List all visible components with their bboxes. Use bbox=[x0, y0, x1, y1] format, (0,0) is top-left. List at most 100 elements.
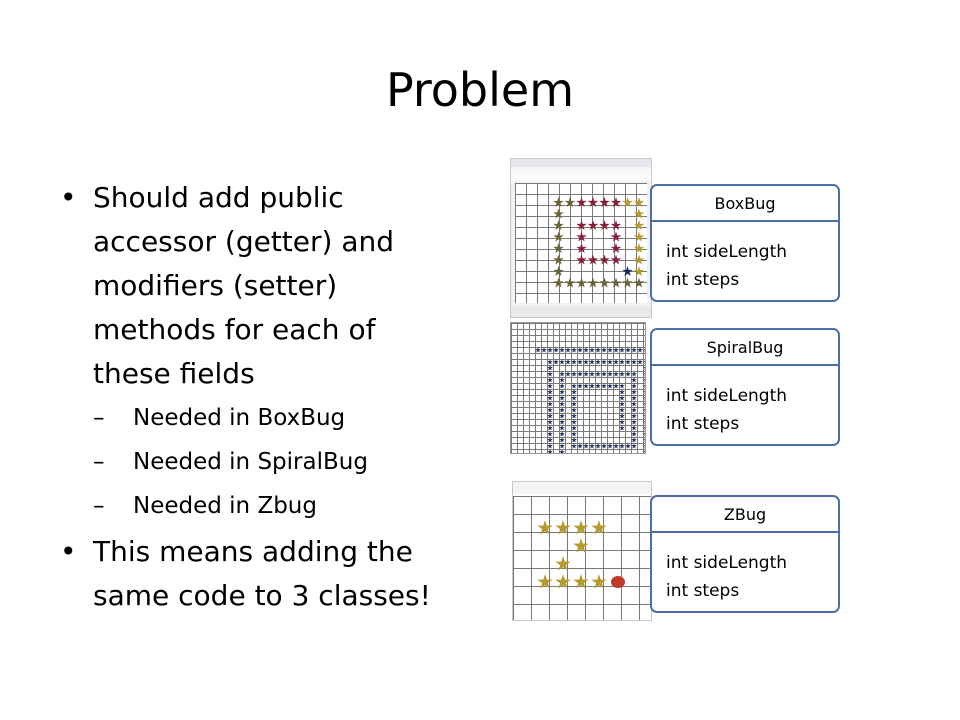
star-icon bbox=[619, 413, 625, 419]
star-icon bbox=[576, 220, 587, 231]
star-icon bbox=[587, 254, 599, 265]
star-icon bbox=[547, 407, 553, 413]
class-fields: int sideLength int steps bbox=[666, 238, 787, 294]
star-icon bbox=[559, 419, 565, 425]
star-icon bbox=[547, 425, 553, 431]
bullet-text: This means adding the same code to 3 cla… bbox=[93, 535, 431, 612]
sub-bullet-item: Needed in SpiralBug bbox=[90, 440, 460, 484]
star-icon bbox=[643, 413, 645, 419]
star-icon bbox=[633, 231, 645, 242]
star-icon bbox=[587, 220, 599, 231]
star-icon bbox=[559, 449, 565, 453]
field: int sideLength bbox=[666, 242, 788, 262]
star-icon bbox=[643, 431, 645, 437]
class-box-zbug: ZBug int sideLength int steps bbox=[650, 495, 840, 613]
star-icon bbox=[535, 347, 541, 353]
star-icon bbox=[553, 220, 564, 231]
window-message-bar bbox=[511, 173, 651, 181]
star-icon bbox=[607, 347, 613, 353]
star-icon bbox=[547, 413, 553, 419]
window-menubar bbox=[511, 167, 651, 173]
star-icon bbox=[631, 431, 637, 437]
star-icon bbox=[583, 371, 589, 377]
star-icon bbox=[619, 383, 625, 389]
star-icon bbox=[589, 359, 595, 365]
field: int sideLength bbox=[666, 553, 788, 573]
star-icon bbox=[631, 371, 637, 377]
star-icon bbox=[576, 231, 587, 242]
star-icon bbox=[631, 407, 637, 413]
star-icon bbox=[565, 347, 571, 353]
star-icon bbox=[571, 347, 577, 353]
star-icon bbox=[599, 254, 610, 265]
star-icon bbox=[583, 359, 589, 365]
star-icon bbox=[625, 359, 631, 365]
star-icon bbox=[643, 377, 645, 383]
star-icon bbox=[643, 443, 645, 449]
star-icon bbox=[631, 419, 637, 425]
star-icon bbox=[553, 347, 559, 353]
star-icon bbox=[571, 371, 577, 377]
star-icon bbox=[599, 197, 610, 208]
star-icon bbox=[601, 443, 607, 449]
star-icon bbox=[571, 431, 577, 437]
class-name: ZBug bbox=[723, 505, 767, 524]
class-name: BoxBug bbox=[714, 194, 776, 213]
star-icon bbox=[619, 419, 625, 425]
star-icon bbox=[541, 347, 547, 353]
spiralbug-screenshot bbox=[510, 322, 646, 454]
class-fields: int sideLength int steps bbox=[666, 549, 787, 605]
star-icon bbox=[631, 395, 637, 401]
star-icon bbox=[599, 277, 610, 288]
star-icon bbox=[547, 419, 553, 425]
star-icon bbox=[553, 197, 564, 208]
star-icon bbox=[571, 437, 577, 443]
star-icon bbox=[577, 443, 583, 449]
star-icon bbox=[565, 359, 571, 365]
star-icon bbox=[643, 395, 645, 401]
star-icon bbox=[559, 371, 565, 377]
class-box-boxbug: BoxBug int sideLength int steps bbox=[650, 184, 840, 302]
star-icon bbox=[571, 413, 577, 419]
star-icon bbox=[559, 443, 565, 449]
star-icon bbox=[571, 401, 577, 407]
star-icon bbox=[643, 359, 645, 365]
star-icon bbox=[559, 413, 565, 419]
star-icon bbox=[583, 443, 589, 449]
star-icon bbox=[559, 347, 565, 353]
star-icon bbox=[589, 347, 595, 353]
star-icon bbox=[571, 419, 577, 425]
star-icon bbox=[547, 443, 553, 449]
star-icon bbox=[610, 277, 622, 288]
star-icon bbox=[547, 371, 553, 377]
star-icon bbox=[589, 371, 595, 377]
star-icon bbox=[547, 347, 553, 353]
star-icon bbox=[631, 401, 637, 407]
sub-bullet-item: Needed in Zbug bbox=[90, 484, 460, 528]
class-divider bbox=[652, 364, 838, 366]
star-icon bbox=[571, 383, 577, 389]
star-icon bbox=[625, 443, 631, 449]
sub-bullet-group: Needed in BoxBug Needed in SpiralBug Nee… bbox=[90, 396, 460, 528]
grid-area bbox=[511, 323, 645, 453]
star-icon bbox=[607, 359, 613, 365]
star-icon bbox=[631, 413, 637, 419]
star-icon bbox=[559, 437, 565, 443]
star-icon bbox=[553, 231, 564, 242]
star-icon bbox=[559, 395, 565, 401]
star-icon bbox=[633, 254, 645, 265]
star-icon bbox=[643, 347, 645, 353]
star-icon bbox=[577, 359, 583, 365]
star-icon bbox=[553, 359, 559, 365]
star-icon bbox=[583, 383, 589, 389]
star-icon bbox=[631, 359, 637, 365]
zbug-screenshot bbox=[512, 481, 652, 621]
star-icon bbox=[559, 431, 565, 437]
star-icon bbox=[643, 419, 645, 425]
star-icon bbox=[559, 401, 565, 407]
star-icon bbox=[601, 371, 607, 377]
star-icon bbox=[547, 359, 553, 365]
star-icon bbox=[610, 254, 622, 265]
star-icon bbox=[553, 208, 564, 219]
star-icon bbox=[631, 383, 637, 389]
